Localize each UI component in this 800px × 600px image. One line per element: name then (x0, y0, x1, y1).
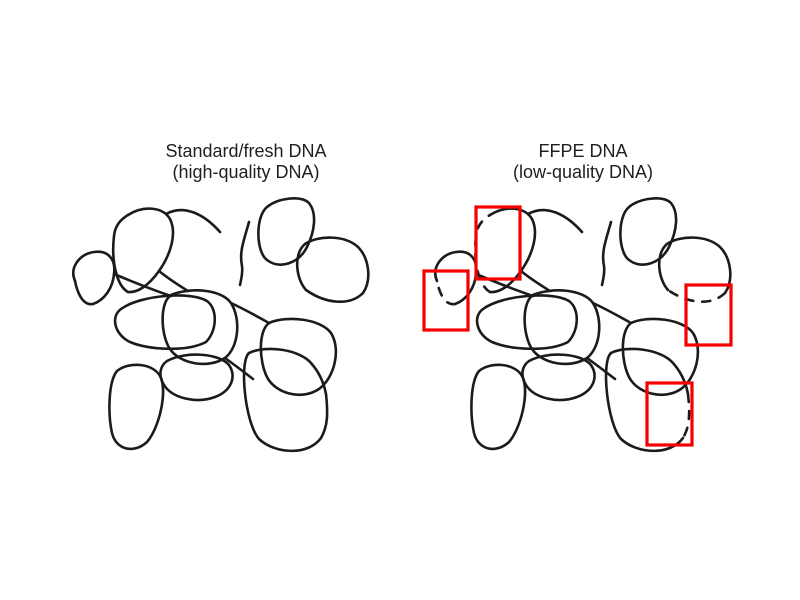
dna-strand-path (665, 236, 732, 295)
dna-strand-path (108, 363, 165, 451)
break-highlight-box (422, 269, 470, 332)
dna-strand-path (519, 269, 552, 293)
dna-strand-path (434, 250, 478, 306)
panel-title-line: Standard/fresh DNA (165, 141, 327, 161)
dna-strand-path (474, 272, 535, 298)
dna-strand-path (247, 347, 328, 396)
dna-strand-path (242, 351, 323, 453)
break-highlight-box (474, 205, 522, 281)
panel-title-ffpe: FFPE DNA (low-quality DNA) (473, 141, 693, 183)
dna-strand-path (657, 242, 670, 292)
dna-strand-path (303, 236, 370, 295)
dna-strand-path (113, 294, 217, 351)
dna-strand-path (523, 289, 601, 366)
dna-strand-path (591, 301, 633, 325)
dna-strand-path (619, 197, 678, 266)
panel-title-standard: Standard/fresh DNA (high-quality DNA) (136, 141, 356, 183)
dna-strand-path (526, 208, 584, 234)
break-highlight-box (684, 283, 733, 347)
dna-strand-path (72, 250, 116, 306)
dna-strand-path (257, 197, 316, 266)
panel-title-line: FFPE DNA (538, 141, 628, 161)
panel-subtitle-line: (low-quality DNA) (512, 162, 654, 182)
dna-strand-path (157, 269, 190, 293)
dna-strand-path (112, 272, 173, 298)
dna-tangle-ffpe-illustration (422, 197, 733, 453)
dna-strand-path (126, 207, 175, 294)
dna-strand-path (585, 356, 617, 381)
dna-strand-path (223, 356, 255, 381)
dna-strand-path (161, 289, 239, 366)
dna-strand-path (475, 294, 579, 351)
dna-strand-break-dashes (435, 279, 457, 306)
dna-strand-path (600, 220, 613, 287)
dna-strand-path (238, 220, 251, 287)
dna-strand-path (470, 363, 527, 451)
dna-strand-break-dashes (681, 392, 691, 440)
dna-strand-path (304, 288, 365, 304)
dna-strand-path (621, 317, 700, 397)
dna-strand-path (259, 317, 338, 397)
dna-strand-break-dashes (666, 288, 727, 304)
dna-strand-path (229, 301, 271, 325)
break-highlight-box (645, 381, 694, 447)
dna-strand-path (164, 208, 222, 234)
dna-strand-path (521, 353, 596, 402)
dna-strand-path (159, 353, 234, 402)
dna-strand-path (295, 242, 308, 292)
dna-strand-path (73, 279, 95, 306)
dna-strand-path (111, 213, 130, 294)
dna-strand-path (319, 392, 329, 440)
panel-subtitle-line: (high-quality DNA) (172, 162, 320, 182)
dna-strand-path (604, 351, 685, 453)
dna-tangle-fresh-illustration (72, 197, 370, 453)
